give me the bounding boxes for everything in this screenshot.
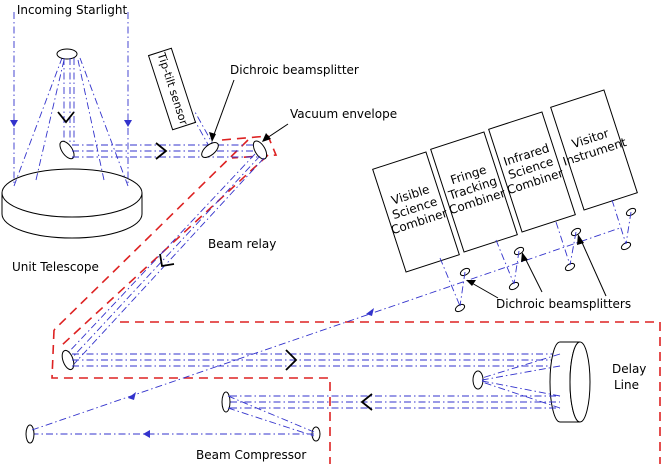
unit-telescope-label: Unit Telescope bbox=[12, 260, 99, 274]
unit-telescope bbox=[1, 12, 143, 239]
instrument-boxes: Visible Science Combiner Fringe Tracking… bbox=[372, 89, 638, 273]
dichroic-beamsplitters-label: Dichroic beamsplitters bbox=[496, 297, 631, 311]
delay-line-label-1: Delay bbox=[612, 362, 646, 376]
tip-tilt-sensor: Tip-tilt sensor bbox=[147, 47, 197, 131]
dichroic-beamsplitter-label: Dichroic beamsplitter bbox=[230, 63, 359, 77]
beam-to-delay-line bbox=[72, 341, 591, 423]
vacuum-envelope-label: Vacuum envelope bbox=[290, 107, 397, 121]
delay-line-label-2: Line bbox=[614, 378, 639, 392]
incoming-starlight-label: Incoming Starlight bbox=[17, 3, 128, 17]
beam-compressor-label: Beam Compressor bbox=[196, 448, 306, 462]
visitor-instrument: Visitor Instrument bbox=[550, 89, 638, 211]
infrared-science-combiner: Infrared Science Combiner bbox=[488, 111, 576, 233]
beam-compressor bbox=[25, 227, 621, 444]
visible-science-combiner: Visible Science Combiner bbox=[372, 151, 460, 273]
callout-lines bbox=[209, 79, 607, 299]
beam-relay-label: Beam relay bbox=[208, 237, 276, 251]
fringe-tracking-combiner: Fringe Tracking Combiner bbox=[430, 131, 518, 253]
instrument-dichroics bbox=[439, 199, 637, 313]
